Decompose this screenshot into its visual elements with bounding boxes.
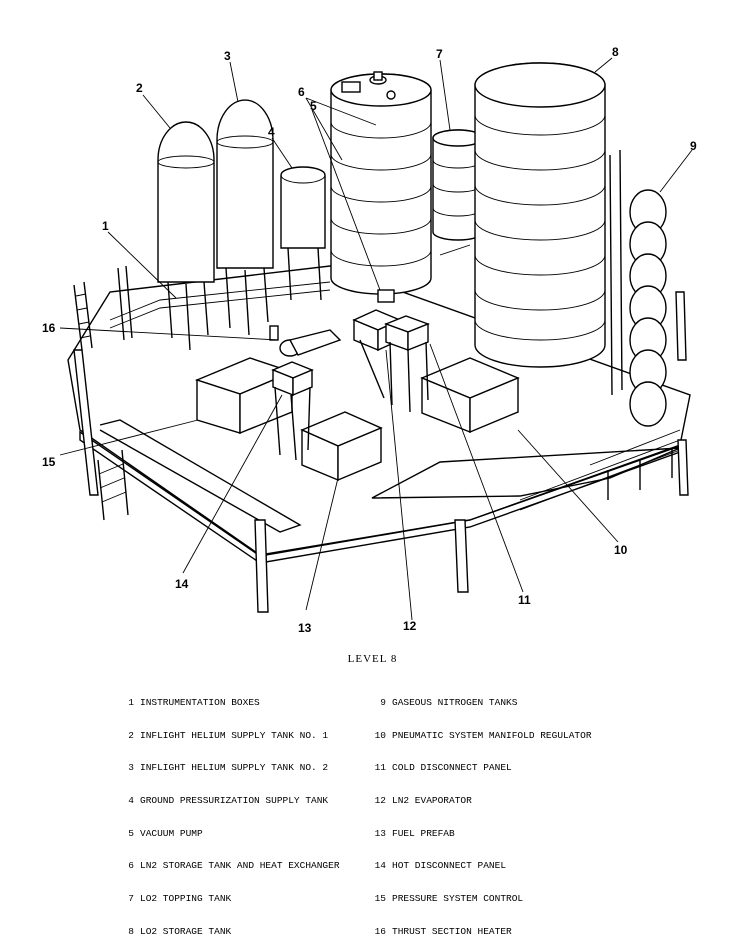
hot-disconnect-panel — [271, 361, 314, 461]
ladders — [73, 265, 133, 521]
callout-12: 12 — [403, 619, 417, 633]
inflight-helium-tank-1 — [157, 121, 215, 351]
fuel-prefab — [300, 411, 383, 482]
callout-2: 2 — [136, 81, 143, 95]
ground-pressurization-tank — [280, 166, 326, 301]
inflight-helium-tank-2 — [216, 99, 274, 336]
cold-disconnect-panel — [384, 315, 430, 413]
ln2-storage-tank — [330, 71, 432, 303]
callout-11: 11 — [518, 593, 531, 607]
callout-15: 15 — [42, 455, 56, 469]
callout-3: 3 — [224, 49, 231, 63]
callout-16: 16 — [42, 321, 56, 335]
callout-9: 9 — [690, 139, 697, 153]
figure-caption: LEVEL 8 — [347, 653, 398, 665]
manifold-regulator — [420, 357, 520, 434]
callout-8: 8 — [612, 45, 619, 59]
callout-14: 14 — [175, 577, 189, 591]
thrust-section-heater — [269, 325, 342, 357]
callout-13: 13 — [298, 621, 312, 635]
lo2-storage-tank — [474, 62, 606, 368]
lo2-topping-tank — [432, 129, 484, 241]
support-columns — [73, 291, 689, 613]
callout-4: 4 — [268, 125, 275, 139]
callout-5: 5 — [310, 99, 317, 113]
callout-10: 10 — [614, 543, 628, 557]
callout-labels: 1 2 3 4 5 6 7 8 9 10 11 12 13 14 15 16 — [42, 45, 697, 635]
level-8-isometric-drawing: 1 2 3 4 5 6 7 8 9 10 11 12 13 14 15 16 — [42, 45, 697, 635]
deck-railing — [109, 244, 681, 511]
callout-leaders — [59, 57, 693, 621]
callout-6: 6 — [298, 85, 305, 99]
callout-1: 1 — [102, 219, 109, 233]
callout-7: 7 — [436, 47, 443, 61]
gaseous-nitrogen-tanks — [609, 149, 667, 427]
